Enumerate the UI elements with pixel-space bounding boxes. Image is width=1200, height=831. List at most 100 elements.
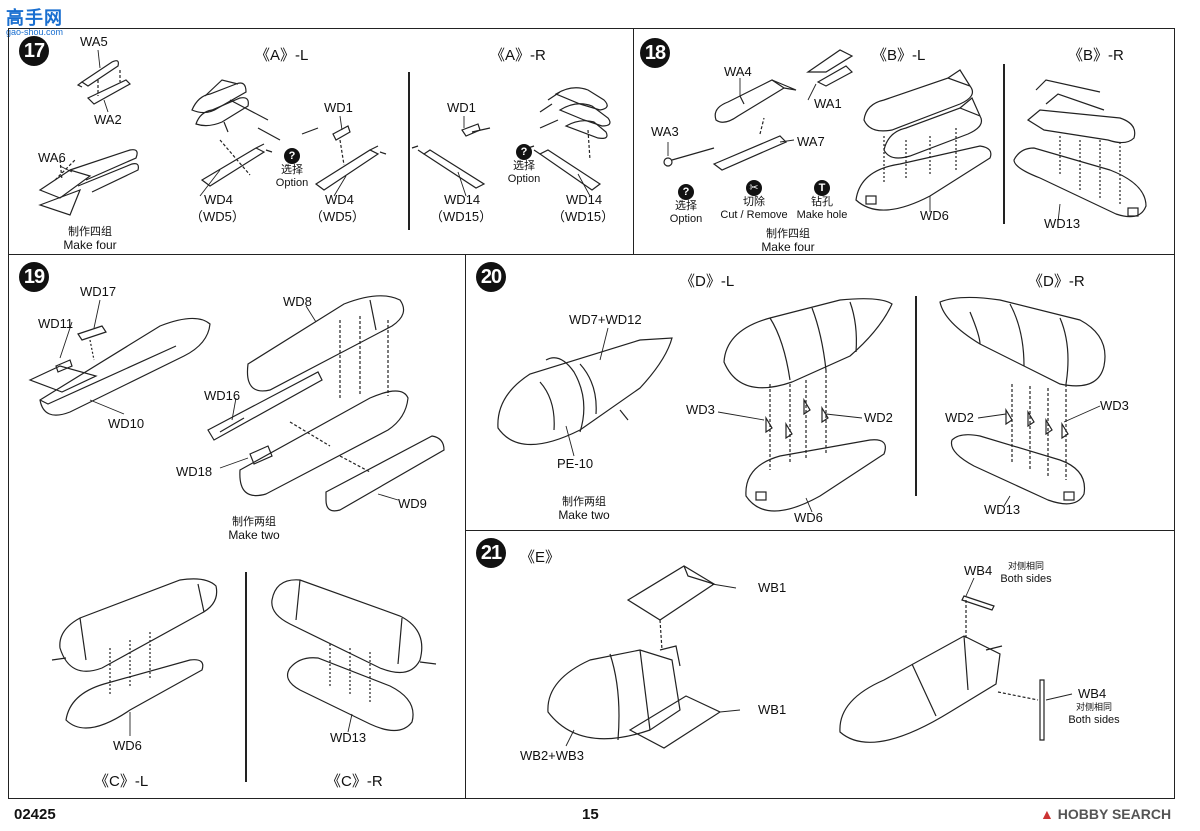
part-label-wd18: WD18 [176,464,213,479]
step17-heading-left: 《A》-L [255,47,309,64]
option-en: Option [275,177,309,189]
part-label-wd16: WD16 [204,388,241,403]
part-label-wa1: WA1 [814,96,842,111]
divider-17 [408,72,410,230]
make-cn: 制作两组 [562,496,606,508]
panel-step-21 [465,530,1175,799]
make-en: Make four [63,238,117,252]
step19-heading-right: 《C》-R [326,773,383,790]
part-label-wd6-19: WD6 [113,738,142,753]
make-cn: 制作四组 [766,228,810,240]
part-label-wd13-19: WD13 [330,730,367,745]
divider-20 [915,296,917,496]
part-label-wd7-wd12: WD7+WD12 [569,312,642,327]
logo-url: gao-shou.com [6,27,64,37]
part-label-wd9: WD9 [398,496,427,511]
make-note-18: 制作四组 Make four [748,228,828,255]
part-label-wd3-left: WD3 [686,402,715,417]
part-label-wd2-left: WD2 [864,410,893,425]
part-label-wd6-20: WD6 [794,510,823,525]
make-note-17: 制作四组 Make four [50,226,130,253]
part-label-wd5-b: （WD5） [310,209,365,224]
scissors-icon: ✂ [746,180,762,196]
cut-note-18: ✂ 切除 Cut / Remove [714,180,794,222]
logo-text: 高手网 [6,8,63,28]
part-label-pe10: PE-10 [557,456,594,471]
part-label-wd5-a: （WD5） [190,209,245,224]
make-en: Make four [761,240,815,254]
step18-heading-right: 《B》-R [1068,47,1124,64]
step20-heading-left: 《D》-L [680,273,735,290]
part-label-wd11: WD11 [38,316,74,331]
part-label-wa5: WA5 [80,34,108,49]
step-number-21: 21 [476,538,506,568]
step-number-18: 18 [640,38,670,68]
make-cn: 制作两组 [232,516,276,528]
page-number: 15 [582,806,599,823]
question-icon: ? [516,144,532,160]
brand-watermark: ▲ HOBBY SEARCH [1040,806,1171,822]
part-label-wd13-18: WD13 [1044,216,1081,231]
part-label-wd14-a: WD14 [444,192,481,207]
part-label-wd10: WD10 [108,416,145,431]
brand-text: HOBBY SEARCH [1057,806,1172,822]
make-note-20: 制作两组 Make two [544,496,624,523]
part-label-wa2: WA2 [94,112,122,127]
step-number-20: 20 [476,262,506,292]
option-cn: 选择 [281,164,303,176]
part-label-wd6-18: WD6 [920,208,949,223]
step18-art [663,49,1147,218]
option-cn: 选择 [513,160,535,172]
part-label-wa6: WA6 [38,150,66,165]
step19-art [28,295,445,732]
cut-en: Cut / Remove [720,209,788,221]
part-label-wa3: WA3 [651,124,679,139]
step20-art [497,296,1106,512]
make-note-19: 制作两组 Make two [214,516,294,543]
part-label-wd8: WD8 [283,294,312,309]
step17-heading-right: 《A》-R [490,47,546,64]
part-label-wa7: WA7 [797,134,825,149]
part-label-wd17: WD17 [80,284,117,299]
option-note-18: ? 选择 Option [666,184,706,226]
both-sides-note-top: 对侧相同 Both sides [996,560,1056,586]
step-number-17: 17 [19,36,49,66]
divider-18 [1003,64,1005,224]
hole-en: Make hole [796,209,848,221]
cut-cn: 切除 [743,196,765,208]
both-en: Both sides [1068,714,1120,726]
step19-heading-left: 《C》-L [94,773,149,790]
both-cn: 对侧相同 [1075,702,1112,712]
hole-note-18: T 钻孔 Make hole [790,180,854,222]
divider-19 [245,572,247,782]
question-icon: ? [678,184,694,200]
site-logo: 高手网 gao-shou.com [6,4,63,37]
both-cn: 对侧相同 [1007,561,1044,571]
part-label-wa4: WA4 [724,64,752,79]
option-cn: 选择 [675,200,697,212]
step18-heading-left: 《B》-L [872,47,926,64]
drill-icon: T [814,180,830,196]
part-label-wd13-20: WD13 [984,502,1021,517]
option-note-17-right: ? 选择 Option [504,144,544,186]
step20-heading-right: 《D》-R [1028,273,1085,290]
option-note-17-left: ? 选择 Option [272,148,312,190]
both-en: Both sides [1000,573,1052,585]
part-label-wb4-top: WB4 [964,563,993,578]
option-en: Option [507,173,541,185]
part-label-wd1-left: WD1 [324,100,353,115]
step-number-19: 19 [19,262,49,292]
product-code: 02425 [14,806,56,823]
part-label-wd3-right: WD3 [1100,398,1129,413]
part-label-wd15-b: （WD15） [552,209,615,224]
part-label-wd14-b: WD14 [566,192,603,207]
part-label-wb1-top: WB1 [758,580,787,595]
option-en: Option [669,213,703,225]
make-cn: 制作四组 [68,226,112,238]
part-label-wd1-right: WD1 [447,100,476,115]
hole-cn: 钻孔 [811,196,833,208]
step21-heading: 《E》 [520,549,561,566]
step21-art [547,565,1045,749]
both-sides-note-bottom: 对侧相同 Both sides [1064,701,1124,727]
